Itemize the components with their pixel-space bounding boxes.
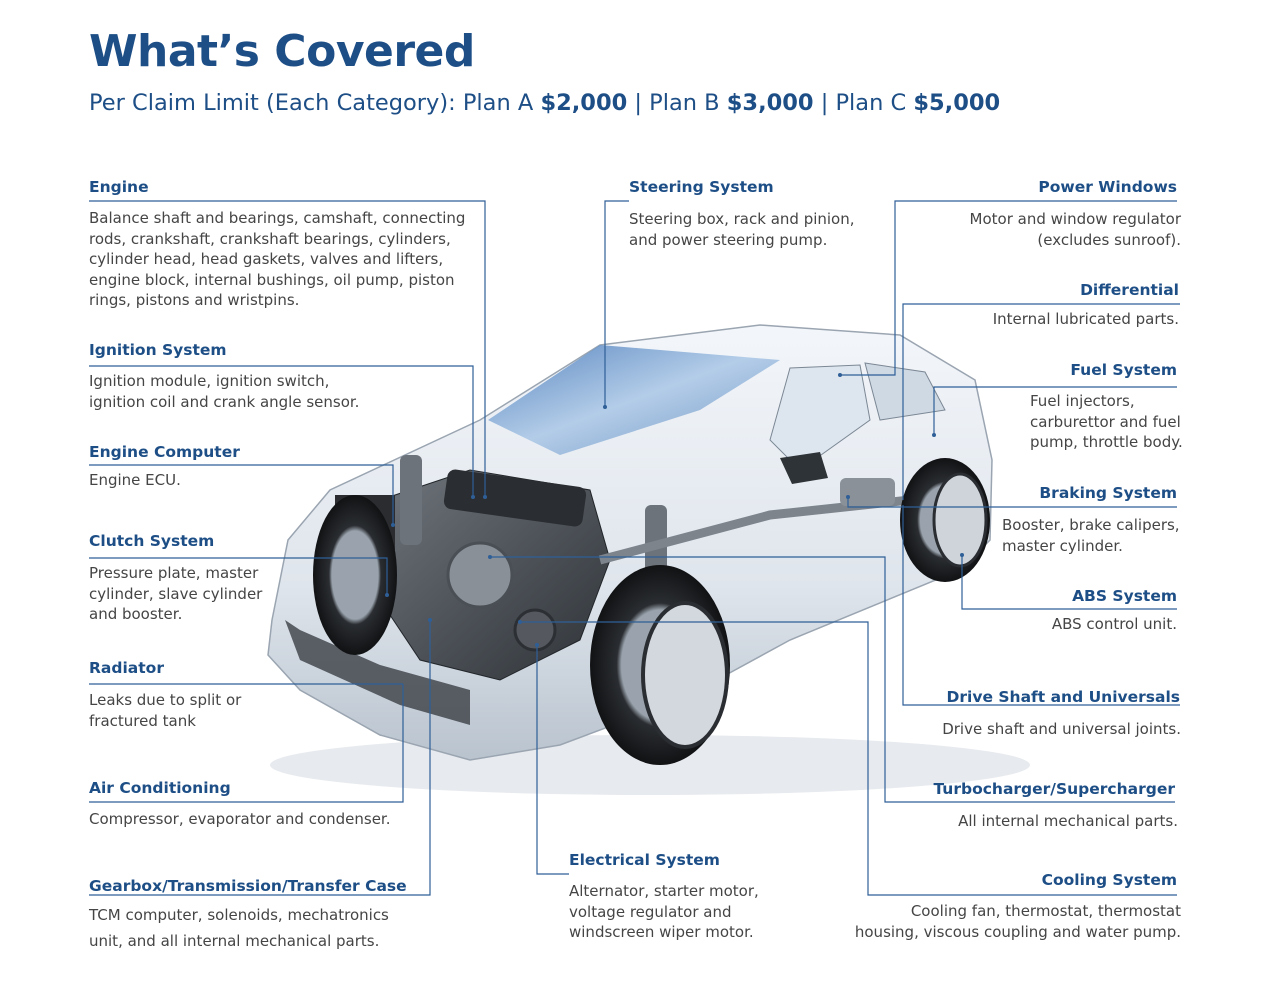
desc-line: and power steering pump.	[629, 230, 828, 249]
subtitle-sep-b: | Plan B	[627, 90, 727, 116]
heading-steering: Steering System	[629, 178, 774, 196]
turbo-housing	[446, 541, 514, 609]
desc-line: engine block, internal bushings, oil pum…	[89, 270, 455, 289]
front-strut-left	[400, 455, 422, 545]
desc-steering: Steering box, rack and pinion, and power…	[629, 209, 855, 250]
desc-line: housing, viscous coupling and water pump…	[854, 922, 1181, 941]
plan-a-amount: $2,000	[540, 90, 628, 116]
heading-electrical: Electrical System	[569, 851, 720, 869]
heading-power-windows: Power Windows	[1038, 178, 1177, 196]
heading-cooling: Cooling System	[1041, 871, 1177, 889]
desc-line: pump, throttle body.	[1030, 433, 1183, 451]
heading-drive-shaft: Drive Shaft and Universals	[946, 688, 1180, 706]
desc-line: ignition coil and crank angle sensor.	[89, 392, 360, 411]
side-mirror	[780, 452, 828, 484]
desc-air-conditioning: Compressor, evaporator and condenser.	[89, 809, 391, 830]
desc-line: Leaks due to split or	[89, 691, 242, 709]
pulley	[513, 608, 557, 652]
desc-line: Ignition module, ignition switch,	[89, 372, 330, 390]
desc-drive-shaft: Drive shaft and universal joints.	[942, 719, 1181, 740]
desc-line: Balance shaft and bearings, camshaft, co…	[89, 209, 466, 227]
desc-line: Pressure plate, master	[89, 564, 259, 582]
desc-fuel: Fuel injectors, carburettor and fuel pum…	[1030, 391, 1183, 453]
desc-line: Alternator, starter motor,	[569, 882, 759, 900]
desc-engine-computer: Engine ECU.	[89, 470, 181, 491]
desc-line: rings, pistons and wristpins.	[89, 291, 300, 309]
heading-fuel: Fuel System	[1070, 361, 1177, 379]
subtitle-prefix: Per Claim Limit (Each Category): Plan A	[89, 90, 541, 116]
page-subtitle: Per Claim Limit (Each Category): Plan A …	[89, 90, 1000, 116]
desc-line: cylinder head, head gaskets, valves and …	[89, 250, 444, 268]
desc-line: carburettor and fuel	[1030, 412, 1181, 431]
rear-wheel-rim	[932, 472, 988, 568]
heading-air-conditioning: Air Conditioning	[89, 779, 231, 797]
desc-radiator: Leaks due to split or fractured tank	[89, 690, 241, 731]
heading-braking: Braking System	[1039, 484, 1177, 502]
desc-line: (excludes sunroof).	[1037, 230, 1181, 249]
desc-line: Fuel injectors,	[1030, 392, 1135, 410]
heading-clutch: Clutch System	[89, 532, 215, 550]
desc-cooling: Cooling fan, thermostat, thermostat hous…	[855, 901, 1181, 942]
desc-abs: ABS control unit.	[1052, 614, 1177, 635]
desc-line: All internal mechanical parts.	[958, 812, 1178, 830]
desc-clutch: Pressure plate, master cylinder, slave c…	[89, 563, 262, 625]
desc-power-windows: Motor and window regulator (excludes sun…	[970, 209, 1181, 250]
page-title: What’s Covered	[89, 26, 475, 77]
desc-line: rods, crankshaft, crankshaft bearings, c…	[89, 229, 451, 248]
heading-engine: Engine	[89, 178, 149, 196]
desc-line: Booster, brake calipers,	[1002, 516, 1180, 534]
desc-line: unit, and all internal mechanical parts.	[89, 932, 380, 950]
desc-line: Steering box, rack and pinion,	[629, 210, 855, 228]
heading-radiator: Radiator	[89, 659, 164, 677]
desc-line: and booster.	[89, 605, 183, 623]
desc-ignition: Ignition module, ignition switch, igniti…	[89, 371, 359, 412]
desc-line: Compressor, evaporator and condenser.	[89, 810, 391, 828]
heading-differential: Differential	[1080, 281, 1179, 299]
desc-line: Internal lubricated parts.	[992, 310, 1179, 328]
desc-gearbox: TCM computer, solenoids, mechatronics un…	[89, 902, 389, 954]
desc-engine: Balance shaft and bearings, camshaft, co…	[89, 208, 465, 311]
desc-differential: Internal lubricated parts.	[993, 309, 1179, 330]
front-wheel-left	[313, 495, 397, 655]
rear-differential	[840, 478, 895, 506]
plan-b-amount: $3,000	[726, 90, 814, 116]
desc-line: master cylinder.	[1002, 536, 1123, 555]
heading-turbo: Turbocharger/Supercharger	[933, 780, 1175, 798]
desc-braking: Booster, brake calipers, master cylinder…	[1002, 515, 1180, 556]
desc-line: windscreen wiper motor.	[569, 923, 754, 941]
desc-turbo: All internal mechanical parts.	[958, 811, 1178, 832]
heading-ignition: Ignition System	[89, 341, 227, 359]
desc-line: voltage regulator and	[569, 902, 732, 921]
heading-abs: ABS System	[1072, 587, 1177, 605]
desc-line: ABS control unit.	[1051, 615, 1177, 633]
front-wheel-rim	[641, 601, 729, 749]
desc-line: fractured tank	[89, 711, 196, 730]
desc-line: TCM computer, solenoids, mechatronics	[89, 906, 389, 924]
desc-line: Engine ECU.	[89, 471, 181, 489]
desc-line: cylinder, slave cylinder	[89, 584, 263, 603]
heading-engine-computer: Engine Computer	[89, 443, 240, 461]
desc-line: Drive shaft and universal joints.	[942, 720, 1181, 738]
heading-gearbox: Gearbox/Transmission/Transfer Case	[89, 877, 407, 895]
desc-line: Cooling fan, thermostat, thermostat	[910, 902, 1181, 920]
desc-electrical: Alternator, starter motor, voltage regul…	[569, 881, 759, 943]
plan-c-amount: $5,000	[913, 90, 1001, 116]
desc-line: Motor and window regulator	[969, 210, 1181, 228]
subtitle-sep-c: | Plan C	[813, 90, 914, 116]
windscreen	[488, 345, 780, 455]
